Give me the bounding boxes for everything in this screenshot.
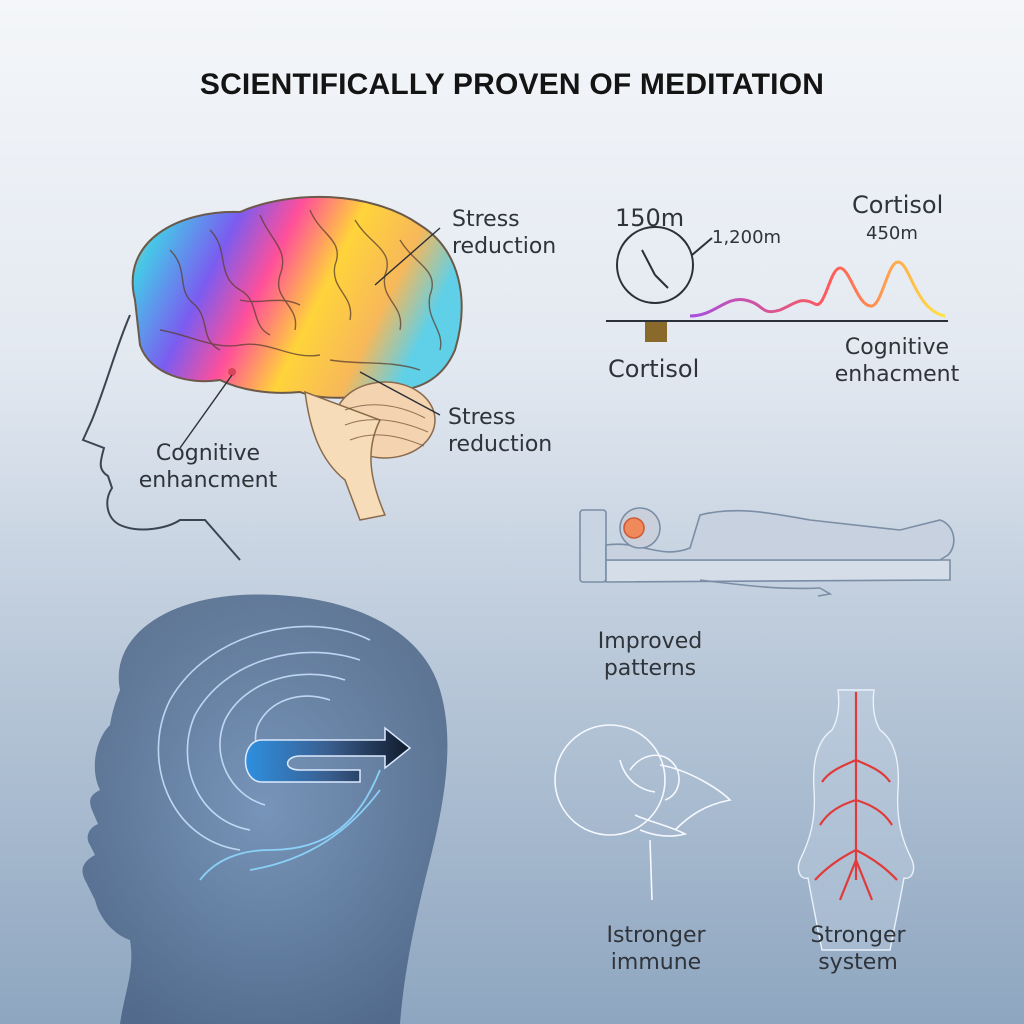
chart-label-cortisol-bottom: Cortisol bbox=[608, 355, 700, 383]
sleep-label: Improved patterns bbox=[597, 629, 703, 681]
brain-label-cognitive-enhancement: Cognitive enhancment bbox=[138, 441, 278, 493]
immune-label-left: Istronger immune bbox=[606, 923, 706, 975]
clock-icon bbox=[616, 226, 713, 304]
meditating-head-silhouette bbox=[82, 594, 448, 1024]
sleeping-person-illustration bbox=[579, 507, 955, 597]
chart-value-right: 450m bbox=[866, 223, 918, 244]
brain-label-stress-reduction-top: Stress reduction bbox=[452, 207, 557, 259]
cortisol-chart bbox=[606, 260, 948, 342]
immune-outline-sketch bbox=[554, 724, 732, 901]
chart-value-left: 150m bbox=[615, 204, 685, 232]
chart-clock-value: 1,200m bbox=[712, 227, 782, 248]
brain-label-stress-reduction-middle: Stress reduction bbox=[448, 405, 553, 457]
cortisol-wave-line bbox=[689, 260, 946, 318]
chart-title-cortisol: Cortisol bbox=[852, 191, 944, 219]
neural-pathway-lines bbox=[199, 769, 381, 881]
forward-arrow-icon bbox=[244, 726, 412, 783]
brain-pointer-lines bbox=[179, 227, 441, 449]
nervous-system-torso bbox=[797, 689, 915, 951]
chart-label-cognitive-enhancement: Cognitive enhacment bbox=[834, 335, 960, 387]
brain-illustration bbox=[131, 195, 463, 521]
immune-label-right: Stronger system bbox=[810, 923, 906, 975]
page-title: SCIENTIFICALLY PROVEN OF MEDITATION bbox=[199, 68, 825, 101]
chart-bar bbox=[645, 322, 667, 342]
head-profile-outline bbox=[81, 314, 241, 561]
